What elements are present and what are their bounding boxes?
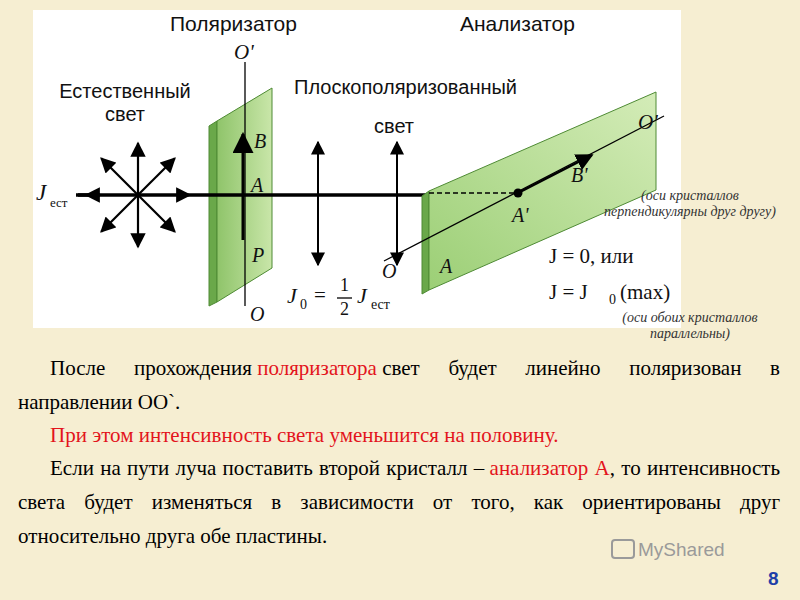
panel [33, 10, 681, 328]
oscillation-arrow [317, 142, 319, 265]
axis-label: O [382, 260, 396, 283]
paragraph: После прохожденияполяризаторасвет будет … [18, 351, 780, 419]
point-dot [514, 189, 523, 198]
formula: J = J [549, 280, 588, 304]
polarizer-plate [209, 88, 272, 306]
formula: 1 [340, 275, 349, 296]
analyzer-axis-arrow [518, 155, 592, 193]
point-label: A' [512, 204, 529, 227]
formula: 2 [340, 299, 349, 320]
highlighted-text: При этом интенсивность света уменьшится … [50, 423, 558, 447]
highlighted-term: анализатор А [490, 456, 610, 480]
subscript: 0 [300, 297, 307, 313]
point-label: A [440, 255, 452, 278]
point-label: B' [571, 164, 588, 187]
light-label: свет [374, 115, 414, 138]
subscript: ест [50, 196, 68, 211]
polarization-arrow [242, 134, 245, 240]
highlighted-term: поляризатора [257, 356, 377, 380]
subscript: 0 [609, 292, 616, 308]
point-label: A [251, 174, 263, 197]
paragraph: Если на пути луча поставить второй крист… [18, 451, 780, 553]
formula: J = 0, или [549, 244, 633, 268]
note: (оси кристаллов перпендикулярны друг дру… [600, 188, 780, 220]
formula: = [314, 283, 326, 307]
natural-light-symbol [86, 143, 190, 247]
page-number: 8 [768, 568, 779, 590]
light-label: Плоскополяризованный [294, 76, 517, 99]
axis-line [244, 62, 245, 306]
axis-label: O' [638, 110, 658, 134]
subscript: ест [371, 297, 390, 313]
formula: J [357, 283, 367, 308]
watermark-icon [612, 540, 634, 558]
point-label: P [252, 244, 264, 267]
light-label: Естественный свет [40, 80, 210, 126]
fraction-bar [337, 297, 352, 298]
formula: (max) [620, 280, 670, 304]
axis-label: O' [234, 40, 254, 64]
body-text: Если на пути луча поставить второй крист… [50, 456, 484, 480]
device-title: Анализатор [460, 12, 575, 36]
axis-line [384, 116, 664, 261]
paragraph: При этом интенсивность света уменьшится … [18, 418, 780, 452]
beam-inside [429, 192, 518, 193]
formula: J [287, 283, 297, 308]
body-text: После прохождения [50, 356, 252, 380]
axis-label: O [250, 303, 264, 326]
note: (оси обоих кристаллов параллельны) [600, 310, 780, 342]
point-label: B [254, 130, 266, 153]
analyzer-plate [422, 92, 656, 294]
oscillation-arrow [396, 142, 398, 265]
device-title: Поляризатор [170, 12, 297, 36]
watermark: MyShared [638, 539, 725, 561]
intensity-symbol: J [36, 180, 46, 206]
